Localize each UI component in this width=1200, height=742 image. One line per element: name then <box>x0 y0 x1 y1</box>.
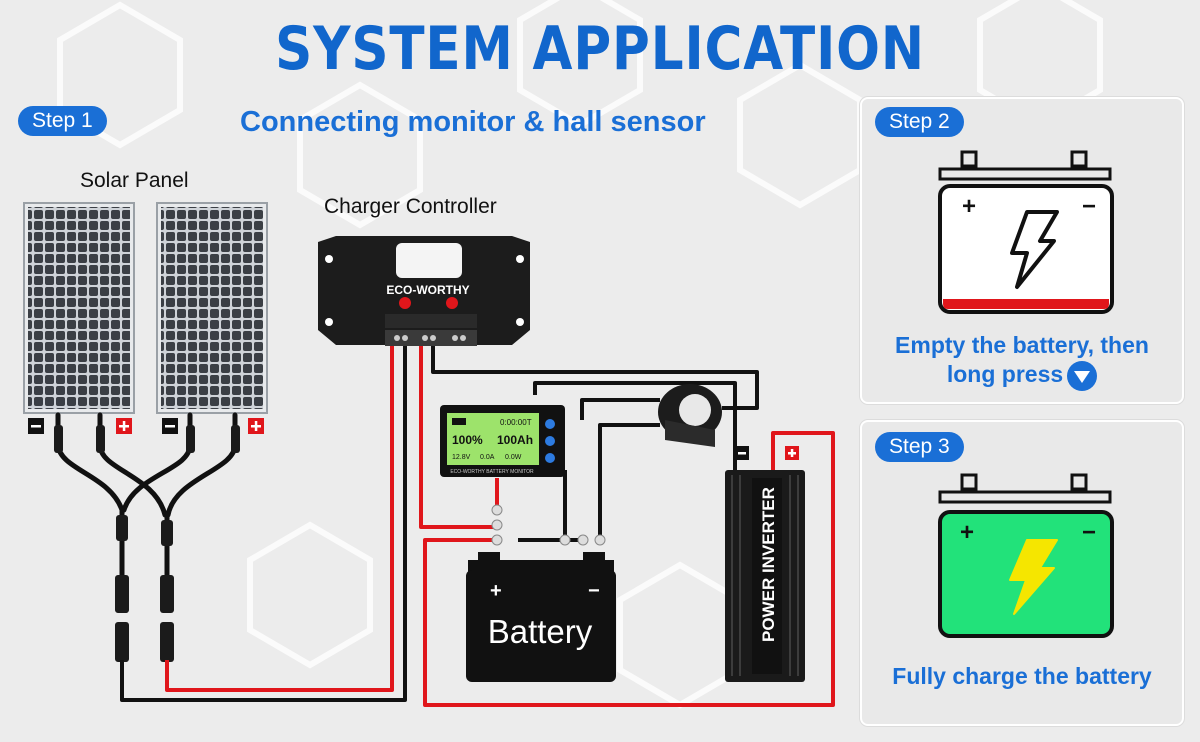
step2-text-line2: long press <box>946 361 1064 387</box>
step2-card: Step 2 + − Empty the battery, then long … <box>860 97 1184 404</box>
empty-battery-icon: + − <box>938 150 1114 314</box>
svg-text:+: + <box>960 519 974 546</box>
svg-text:−: − <box>1082 193 1096 220</box>
mc4-cables <box>55 412 238 603</box>
step3-badge: Step 3 <box>875 432 964 462</box>
wire-panel-negative <box>120 345 407 702</box>
solar-panel-label: Solar Panel <box>80 169 189 192</box>
full-battery-icon: + − <box>938 473 1114 638</box>
monitor-percent: 100% <box>452 433 483 447</box>
step2-text-line1: Empty the battery, then <box>895 332 1149 358</box>
step2-badge: Step 2 <box>875 107 964 137</box>
page-title: SYSTEM APPLICATION <box>275 14 925 84</box>
power-inverter: POWER INVERTER <box>725 446 805 682</box>
panel-terminal-markers <box>28 418 264 434</box>
controller-label: Charger Controller <box>324 195 497 218</box>
wire-battery-inverter-positive <box>423 431 835 707</box>
step1-badge: Step 1 <box>18 106 107 136</box>
monitor-brand: ECO-WORTHY BATTERY MONITOR <box>450 469 534 475</box>
wire-monitor-sensor <box>533 381 737 470</box>
controller-brand: ECO-WORTHY <box>386 283 469 297</box>
wire-panel-positive <box>165 345 394 692</box>
inverter-label: POWER INVERTER <box>759 487 778 642</box>
step3-card: Step 3 + − Fully charge the battery <box>860 420 1184 726</box>
wire-sensor-a <box>580 398 660 420</box>
battery-label: Battery <box>488 613 593 650</box>
hall-sensor <box>658 384 722 447</box>
step1-subtitle: Connecting monitor & hall sensor <box>240 106 706 138</box>
monitor-power: 0.0W <box>505 454 522 461</box>
mc4-connectors <box>54 425 240 662</box>
monitor-current: 0.0A <box>480 454 495 461</box>
monitor-voltage: 12.8V <box>452 454 471 461</box>
svg-text:−: − <box>588 580 600 602</box>
battery: + − Battery <box>466 552 616 682</box>
wire-controller-load <box>431 345 759 410</box>
svg-text:+: + <box>490 580 502 602</box>
monitor-capacity: 100Ah <box>497 433 533 447</box>
svg-text:+: + <box>962 193 976 220</box>
monitor-time: 0:00:00T <box>500 418 532 427</box>
wire-sensor-b <box>598 423 660 540</box>
battery-monitor: 0:00:00T 100% 100Ah 12.8V 0.0A 0.0W ECO-… <box>440 405 565 477</box>
down-arrow-button-icon <box>1067 360 1098 391</box>
charge-controller: ECO-WORTHY <box>318 236 530 346</box>
svg-text:−: − <box>1082 519 1096 546</box>
wire-controller-battery-positive <box>419 345 497 529</box>
solar-panel-right <box>156 202 268 414</box>
solar-panel-left <box>23 202 135 414</box>
step3-text: Fully charge the battery <box>892 663 1152 689</box>
terminal-rings <box>491 504 606 546</box>
wiring-diagram: ECO-WORTHY 0:00:00T 100% 100Ah 12.8V 0.0… <box>23 202 835 707</box>
